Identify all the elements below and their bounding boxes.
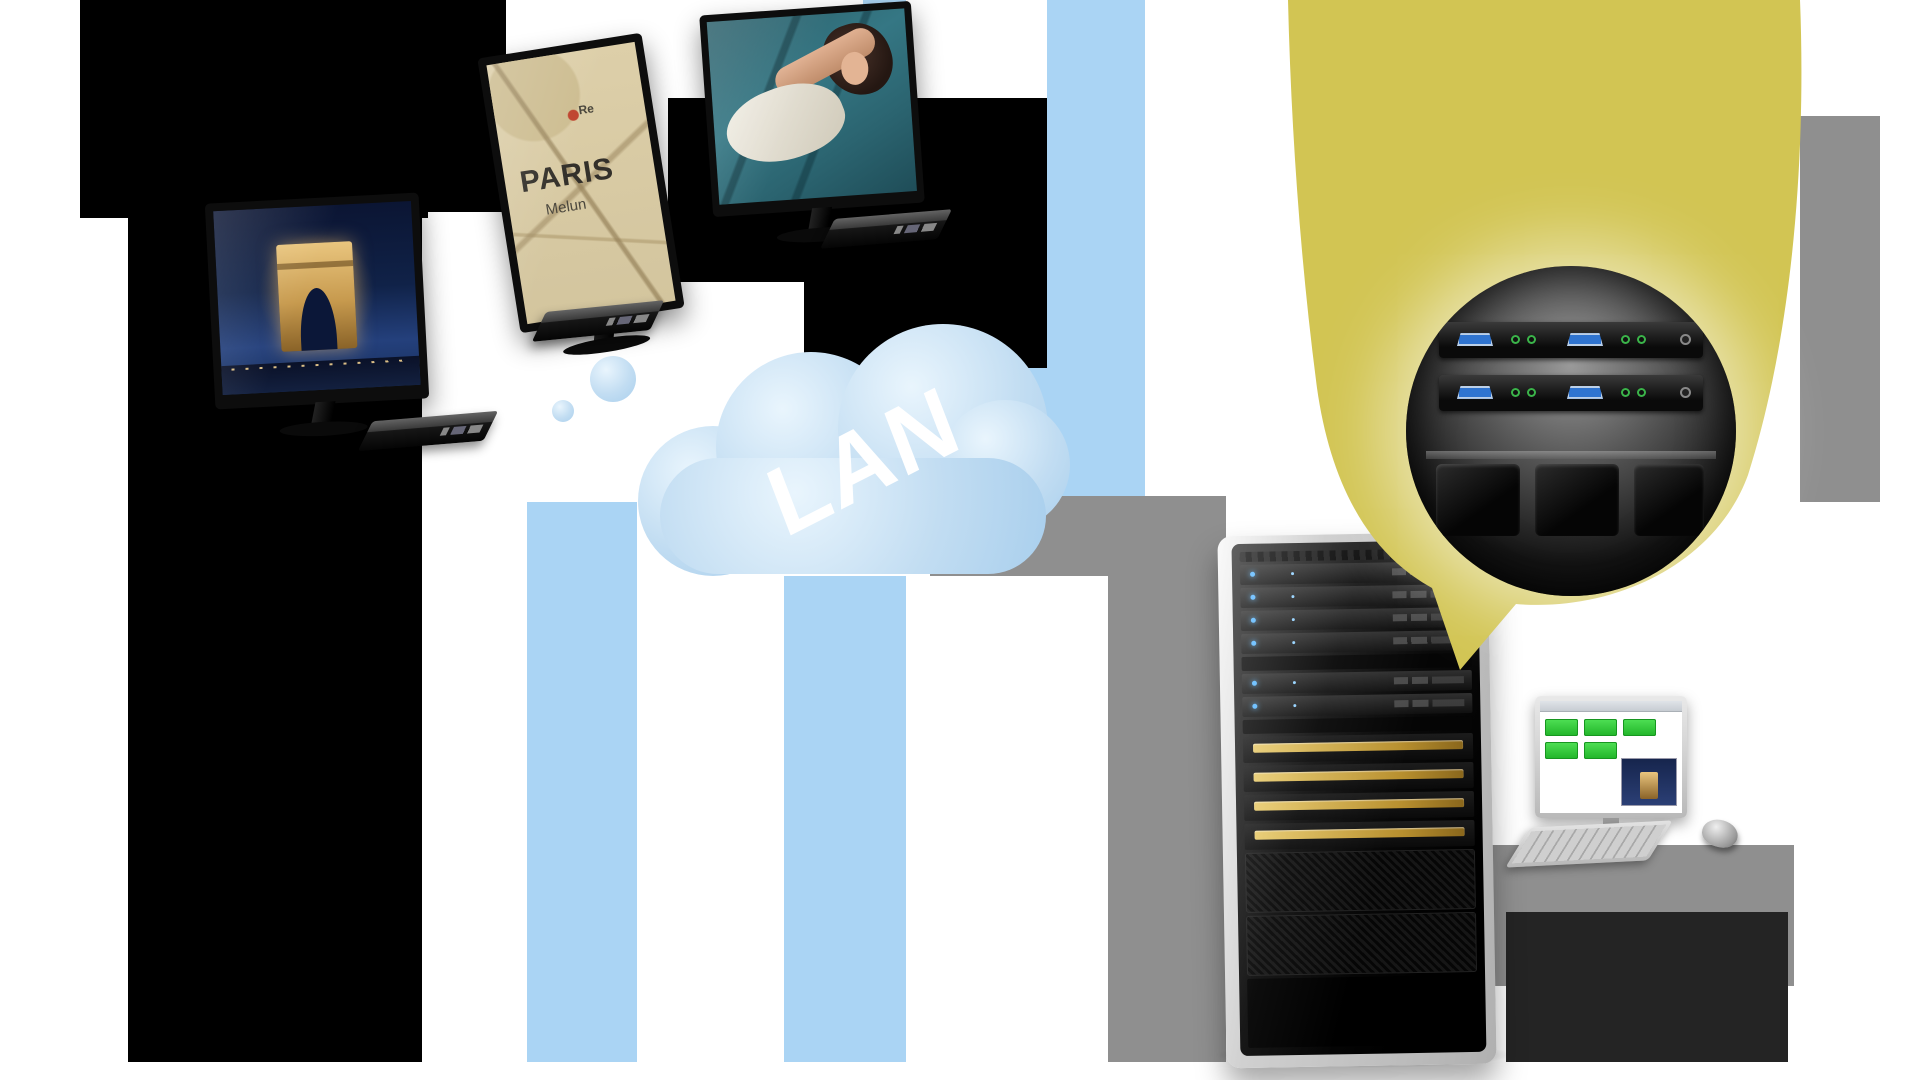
vga-port-icon xyxy=(1567,385,1603,399)
rack-unit-transmitter xyxy=(1240,583,1471,609)
power-button-icon xyxy=(1680,334,1691,346)
workstation-monitor xyxy=(1535,696,1687,838)
vga-port-icon xyxy=(1567,333,1603,347)
speaker-unit xyxy=(1435,464,1520,536)
rack-unit-transmitter xyxy=(1241,629,1472,654)
server-handle-stripe xyxy=(1254,827,1465,840)
speaker-unit xyxy=(1633,464,1704,536)
screen-gloss xyxy=(213,200,421,396)
rack-unit-transmitter xyxy=(1240,606,1471,631)
display-monitor-2: PARIS Melun Re xyxy=(477,32,685,359)
background-stripe xyxy=(1047,0,1145,502)
rack-device-2 xyxy=(1439,374,1703,411)
speaker-unit xyxy=(1534,464,1619,536)
server-handle-stripe xyxy=(1254,798,1465,811)
rack-blank-panel xyxy=(1241,652,1472,671)
background-dark-block xyxy=(1506,912,1788,1062)
rack-device-1 xyxy=(1439,322,1703,359)
rack-unit-server xyxy=(1244,819,1475,850)
display-monitor-1 xyxy=(204,192,430,439)
server-handle-stripe xyxy=(1253,769,1464,782)
server-rack xyxy=(1217,531,1497,1069)
preview-photo xyxy=(1621,758,1677,806)
rack-empty-space xyxy=(1247,974,1479,1048)
rack-front-face xyxy=(1231,539,1487,1057)
rack-unit-server xyxy=(1243,790,1475,821)
cloud-puff xyxy=(660,458,1046,574)
audio-jack-icon xyxy=(1511,335,1520,345)
source-button-green xyxy=(1545,719,1578,736)
background-block xyxy=(128,0,422,1062)
rack-blank-panel xyxy=(1242,715,1473,734)
cloud-tail-bubble xyxy=(552,400,574,422)
vga-port-icon xyxy=(1457,385,1493,399)
audio-jack-icon xyxy=(1621,387,1630,397)
cloud-tail-bubble xyxy=(590,356,636,402)
audio-jack-icon xyxy=(1621,335,1630,345)
screen-model-photo xyxy=(706,8,917,205)
rack-unit-mesh-panel xyxy=(1246,911,1478,976)
audio-jack-icon xyxy=(1637,335,1646,345)
background-stripe xyxy=(527,502,637,1062)
app-title-bar xyxy=(1540,701,1682,712)
zoom-callout-circle xyxy=(1406,266,1736,596)
rack-unit-transmitter xyxy=(1241,669,1473,694)
keyboard-keys xyxy=(1511,824,1667,864)
rack-unit-server xyxy=(1243,761,1474,792)
background-stripe xyxy=(784,576,906,1062)
lan-cloud: LAN xyxy=(552,324,1070,580)
source-button-green xyxy=(1623,719,1656,736)
source-button-green xyxy=(1584,719,1617,736)
source-button-green xyxy=(1584,742,1617,759)
server-handle-stripe xyxy=(1253,740,1464,753)
display-monitor-3 xyxy=(699,0,925,245)
rack-shelf xyxy=(1425,450,1717,459)
audio-jack-icon xyxy=(1527,387,1536,397)
audio-jack-icon xyxy=(1527,335,1536,345)
rack-unit-server xyxy=(1242,732,1474,763)
app-body xyxy=(1540,712,1682,813)
screen-gloss xyxy=(706,8,917,205)
audio-jack-icon xyxy=(1511,387,1520,397)
background-gray-block xyxy=(1800,116,1880,502)
background-gray-block xyxy=(1108,496,1226,1062)
rack-unit-transmitter xyxy=(1242,692,1473,717)
control-app-screen xyxy=(1540,701,1682,813)
rack-unit-mesh-panel xyxy=(1244,848,1476,913)
rack-vent-strip xyxy=(1239,547,1470,563)
power-button-icon xyxy=(1680,386,1691,398)
rack-unit-transmitter xyxy=(1239,560,1471,586)
source-button-green xyxy=(1545,742,1578,759)
audio-jack-icon xyxy=(1637,387,1646,397)
screen-arc-photo xyxy=(213,200,421,396)
vga-port-icon xyxy=(1457,333,1493,347)
